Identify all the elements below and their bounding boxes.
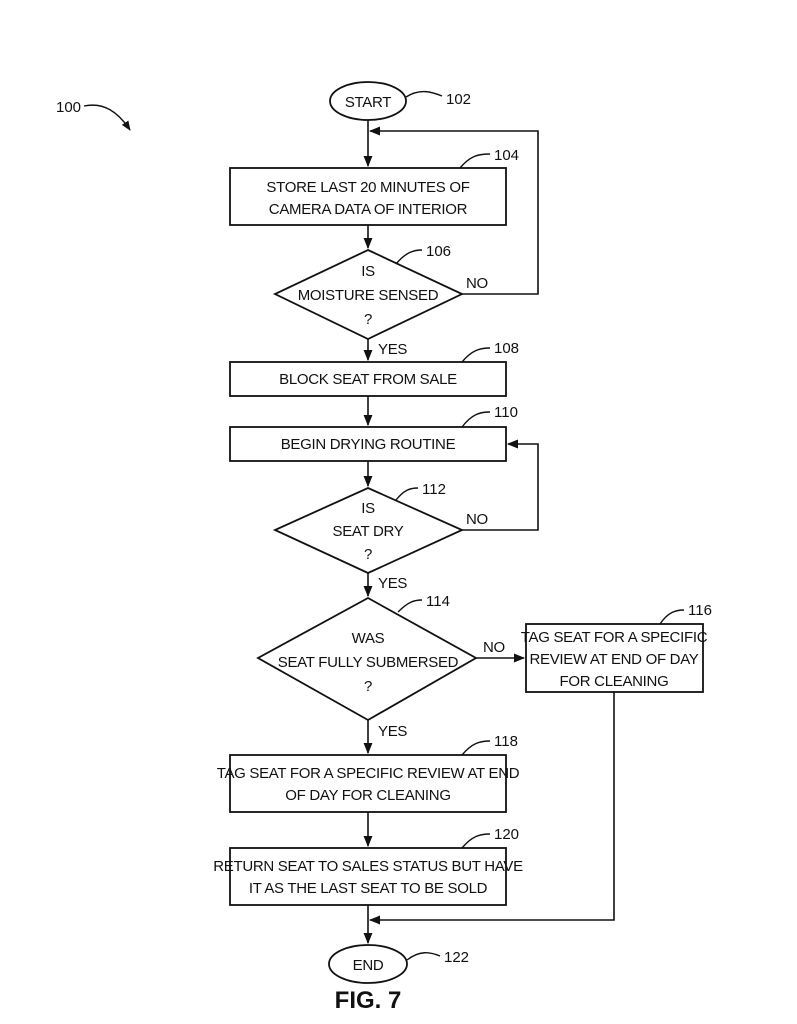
tag-seat-review-side-line-2: REVIEW AT END OF DAY (529, 651, 698, 668)
start-ref: 102 (446, 91, 471, 108)
end-ref-leader (406, 952, 441, 961)
box-108-ref-leader (461, 347, 491, 363)
seat-dry-line-3: ? (364, 546, 372, 563)
box-120-ref: 120 (494, 826, 519, 843)
figure-ref-label: 100 (56, 99, 81, 116)
box-120-ref-leader (461, 833, 491, 849)
end-label: END (353, 957, 384, 974)
box-116-ref: 116 (688, 602, 712, 619)
edge-116-to-end-merge (368, 692, 615, 925)
box-108-ref: 108 (494, 340, 519, 357)
moisture-sensed-line-2: MOISTURE SENSED (298, 287, 439, 304)
start-label: START (345, 94, 391, 111)
edge-114-yes-label: YES (378, 723, 407, 740)
box-110-ref: 110 (494, 404, 518, 421)
seat-submersed-line-1: WAS (352, 630, 385, 647)
figure-ref-arrow (83, 104, 131, 131)
store-camera-data-line-2: CAMERA DATA OF INTERIOR (269, 201, 468, 218)
return-seat-line-1: RETURN SEAT TO SALES STATUS BUT HAVE (213, 858, 523, 875)
moisture-sensed-line-3: ? (364, 311, 372, 328)
return-seat-box (229, 847, 507, 906)
begin-drying-box (229, 426, 507, 462)
edge-112-no-loop (462, 439, 539, 531)
edge-106-no-label: NO (466, 275, 488, 292)
seat-submersed-line-2: SEAT FULLY SUBMERSED (278, 654, 459, 671)
decision-114-ref: 114 (426, 593, 450, 610)
seat-dry-line-1: IS (361, 500, 375, 517)
edge-114-no-label: NO (483, 639, 505, 656)
box-104-ref: 104 (494, 147, 519, 164)
start-ref-leader (405, 90, 443, 98)
box-110-ref-leader (461, 411, 491, 428)
tag-seat-review-side-line-1: TAG SEAT FOR A SPECIFIC (521, 629, 708, 646)
decision-106-ref-leader (395, 249, 423, 265)
end-ref: 122 (444, 949, 469, 966)
decision-112-ref: 112 (422, 481, 446, 498)
block-seat-label: BLOCK SEAT FROM SALE (279, 371, 457, 388)
begin-drying-label: BEGIN DRYING ROUTINE (281, 436, 456, 453)
box-116-ref-leader (659, 609, 685, 625)
box-118-ref: 118 (494, 733, 518, 750)
tag-seat-review-main-line-2: OF DAY FOR CLEANING (285, 787, 450, 804)
edge-106-no-loop (368, 126, 539, 295)
seat-submersed-line-3: ? (364, 678, 372, 695)
decision-112-ref-leader (395, 487, 419, 501)
tag-seat-review-main-line-1: TAG SEAT FOR A SPECIFIC REVIEW AT END (217, 765, 520, 782)
decision-114-ref-leader (397, 599, 423, 613)
box-118-ref-leader (461, 740, 491, 756)
edge-112-no-label: NO (466, 511, 488, 528)
figure-caption: FIG. 7 (335, 987, 402, 1014)
seat-dry-line-2: SEAT DRY (333, 523, 404, 540)
box-104-ref-leader (459, 153, 491, 169)
moisture-sensed-line-1: IS (361, 263, 375, 280)
tag-seat-review-side-line-3: FOR CLEANING (560, 673, 669, 690)
decision-106-ref: 106 (426, 243, 451, 260)
return-seat-line-2: IT AS THE LAST SEAT TO BE SOLD (249, 880, 488, 897)
store-camera-data-box (229, 167, 507, 226)
edge-112-yes-label: YES (378, 575, 407, 592)
store-camera-data-line-1: STORE LAST 20 MINUTES OF (266, 179, 469, 196)
end-terminal (328, 944, 408, 984)
edge-106-yes-label: YES (378, 341, 407, 358)
